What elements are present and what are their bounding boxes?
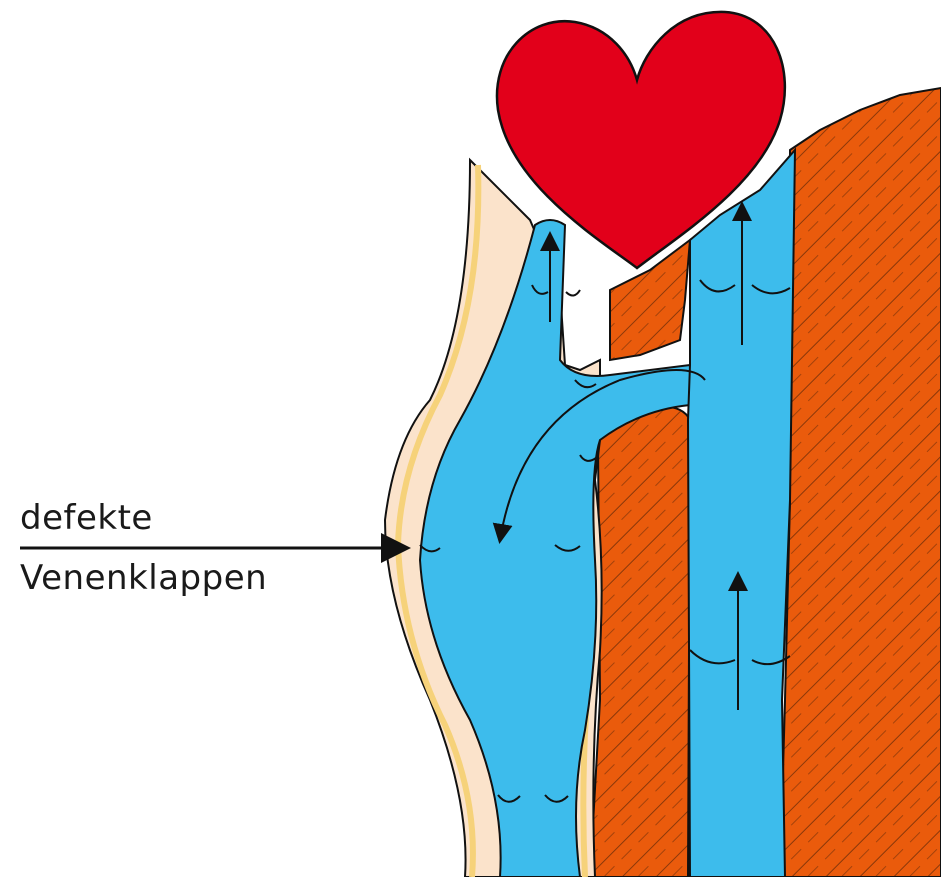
right-muscle	[780, 88, 941, 877]
annotation-label-line1: defekte	[20, 498, 153, 538]
annotation-label-line2: Venenklappen	[20, 558, 267, 598]
middle-muscle-lower	[590, 407, 690, 877]
